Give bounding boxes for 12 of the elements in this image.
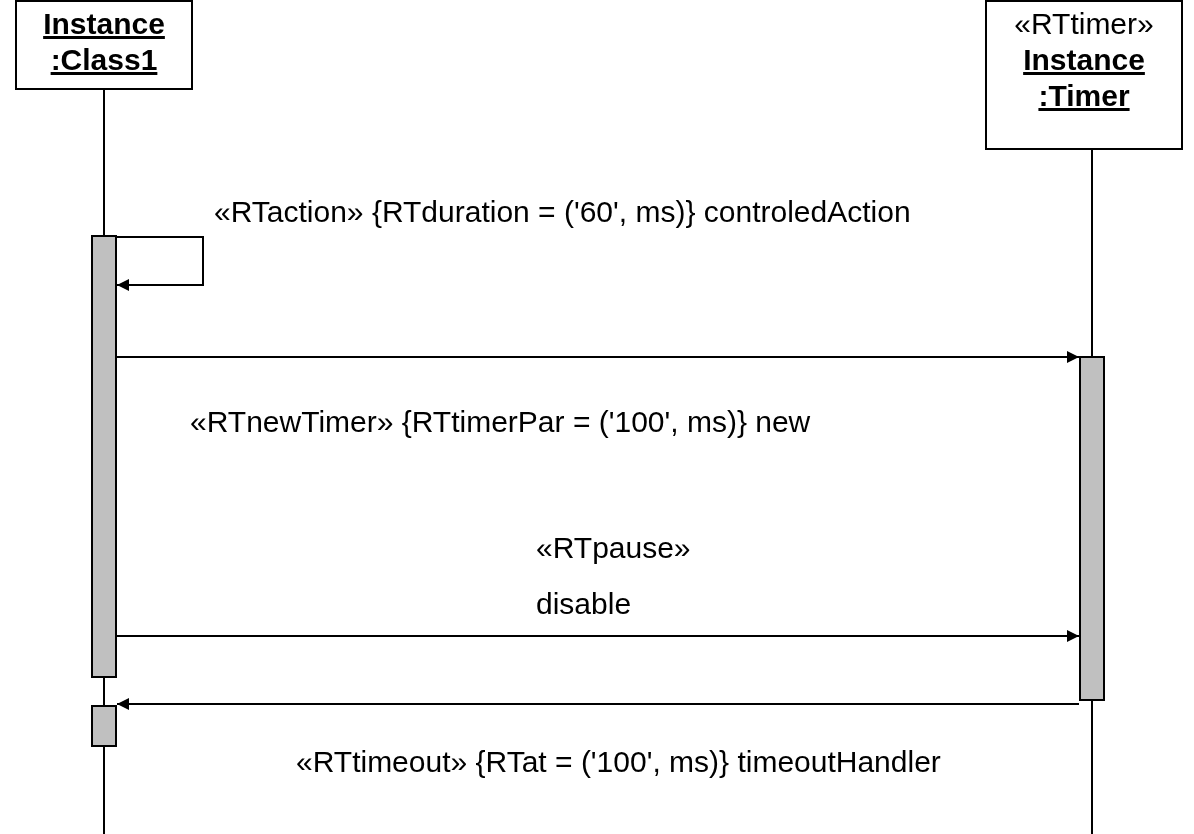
object-box [985, 0, 1183, 150]
message-arrow [116, 698, 1080, 710]
stereotype-label: «RTtimer» [1013, 6, 1155, 42]
object-name: Instance :Class1 [42, 6, 166, 78]
activation-bar [91, 705, 117, 747]
object-box [15, 0, 193, 90]
message-arrow [116, 351, 1080, 363]
message-arrow [116, 630, 1080, 642]
activation-bar [91, 235, 117, 678]
object-name: Instance :Timer [1022, 42, 1146, 114]
message-arrow [116, 236, 204, 291]
activation-bar [1079, 356, 1105, 701]
